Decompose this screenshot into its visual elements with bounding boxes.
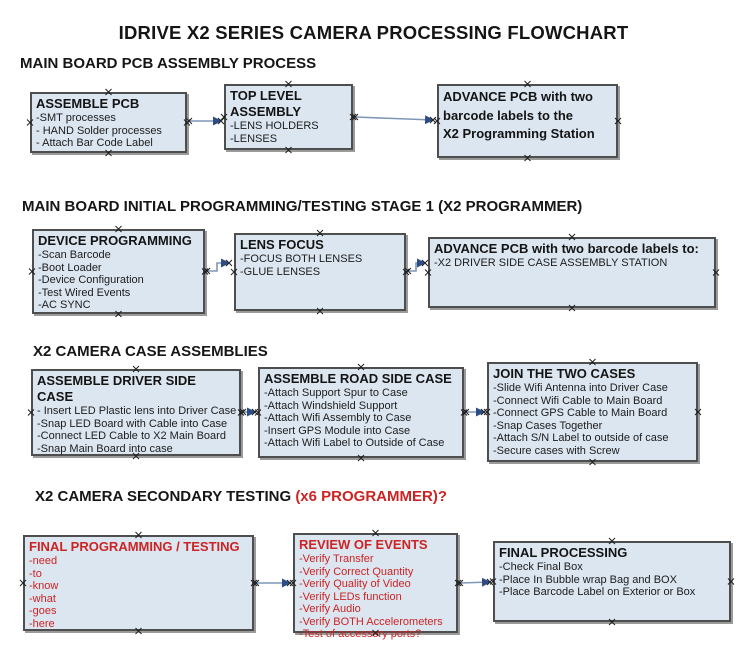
box-item: -know [29, 580, 59, 592]
section-heading-initial-programming: MAIN BOARD INITIAL PROGRAMMING/TESTING S… [22, 198, 583, 215]
box-title: ASSEMBLE ROAD SIDE CASE [264, 371, 452, 386]
flow-box-advance-pcb-programming-station: ADVANCE PCB with two barcode labels to t… [437, 84, 618, 158]
box-title: ADVANCE PCB with two barcode labels to: [434, 241, 699, 256]
box-item: -goes [29, 605, 57, 617]
box-title: ASSEMBLE DRIVER SIDE CASE [37, 373, 196, 404]
selection-handle-icon [429, 116, 437, 124]
box-item: -Verify Correct Quantity [299, 565, 414, 578]
flow-box-review-of-events: REVIEW OF EVENTS -Verify Transfer-Verify… [293, 533, 458, 640]
flow-box-lens-focus: LENS FOCUS -FOCUS BOTH LENSES-GLUE LENSE… [234, 233, 406, 311]
box-item: -X2 DRIVER SIDE CASE ASSEMBLY STATION [434, 257, 668, 269]
box-item: -GLUE LENSES [240, 265, 321, 278]
box-item: -Verify BOTH Accelerometers [299, 615, 443, 628]
box-item: - HAND Solder processes [36, 124, 162, 137]
box-item: -Connect LED Cable to X2 Main Board [37, 430, 226, 442]
box-items: -Scan Barcode-Boot Loader-Device Configu… [38, 249, 199, 312]
box-items: -FOCUS BOTH LENSES-GLUE LENSES [240, 253, 400, 278]
box-item: -LENS HOLDERS [230, 120, 319, 132]
box-item: -Attach Wifi Assembly to Case [264, 412, 412, 424]
box-item: -Attach Support Spur to Case [264, 387, 408, 399]
box-title: FINAL PROCESSING [499, 545, 628, 560]
selection-handle-icon [225, 259, 233, 267]
box-items: -Verify Transfer-Verify Correct Quantity… [299, 553, 452, 641]
box-item: -SMT processes [36, 112, 116, 124]
box-items: -SMT processes- HAND Solder processes- A… [36, 112, 181, 150]
flow-box-final-processing: FINAL PROCESSING -Check Final Box-Place … [493, 541, 731, 622]
box-item: -Attach Windshield Support [264, 399, 398, 412]
box-item: - Attach Bar Code Label [36, 137, 153, 149]
flow-box-device-programming: DEVICE PROGRAMMING -Scan Barcode-Boot Lo… [32, 229, 205, 314]
box-item: -Connect Wifi Cable to Main Board [493, 394, 663, 407]
flow-connector [207, 258, 230, 272]
section-heading-case-assemblies: X2 CAMERA CASE ASSEMBLIES [33, 343, 268, 360]
box-item: -what [29, 592, 56, 605]
box-items: -X2 DRIVER SIDE CASE ASSEMBLY STATION [434, 257, 710, 270]
box-item: -Test Wired Events [38, 286, 131, 299]
box-item: -Attach Wifi Label to Outside of Case [264, 437, 445, 449]
box-title: TOP LEVEL ASSEMBLY [230, 88, 302, 119]
box-item: -AC SYNC [38, 299, 91, 311]
box-item: -Insert GPS Module into Case [264, 424, 411, 437]
box-item: -Device Configuration [38, 274, 144, 286]
section-heading-pcb-assembly: MAIN BOARD PCB ASSEMBLY PROCESS [20, 55, 317, 72]
box-title: REVIEW OF EVENTS [299, 537, 428, 552]
box-item: -Snap LED Board with Cable into Case [37, 417, 228, 430]
box-item: - Insert LED Plastic lens into Driver Ca… [37, 405, 237, 417]
flow-box-final-programming-testing: FINAL PROGRAMMING / TESTING -need-to-kno… [23, 535, 254, 631]
box-title: ADVANCE PCB with two barcode labels to t… [443, 89, 595, 141]
box-title: DEVICE PROGRAMMING [38, 233, 192, 248]
flow-box-top-level-assembly: TOP LEVEL ASSEMBLY -LENS HOLDERS-LENSES [224, 84, 353, 150]
box-item: -Attach S/N Label to outside of case [493, 432, 669, 444]
box-items: -LENS HOLDERS-LENSES [230, 120, 347, 145]
box-items: -Attach Support Spur to Case-Attach Wind… [264, 387, 458, 450]
box-item: -Verify Quality of Video [299, 578, 411, 590]
flow-box-advance-pcb-driver-side: ADVANCE PCB with two barcode labels to: … [428, 237, 716, 308]
box-item: -Scan Barcode [38, 249, 111, 261]
box-item: -need [29, 555, 58, 567]
box-item: -Connect GPS Cable to Main Board [493, 407, 668, 419]
box-title: ASSEMBLE PCB [36, 96, 140, 111]
box-item: -Verify LEDs function [299, 590, 402, 603]
box-item: -Place Barcode Label on Exterior or Box [499, 586, 696, 598]
box-items: -need-to-know-what-goes-here [29, 555, 248, 630]
heading-black-part: X2 CAMERA SECONDARY TESTING [35, 488, 296, 505]
flow-box-assemble-pcb: ASSEMBLE PCB -SMT processes- HAND Solder… [30, 92, 187, 153]
box-item: -LENSES [230, 132, 278, 145]
box-title: LENS FOCUS [240, 237, 324, 252]
box-item: -Snap Main Board into case [37, 442, 173, 455]
box-item: -FOCUS BOTH LENSES [240, 253, 363, 265]
flow-box-join-the-two-cases: JOIN THE TWO CASES -Slide Wifi Antenna i… [487, 362, 698, 462]
flow-connector [354, 115, 434, 125]
flow-connector [408, 258, 426, 272]
box-items: -Slide Wifi Antenna into Driver Case-Con… [493, 382, 692, 457]
box-item: -Place In Bubble wrap Bag and BOX [499, 573, 677, 586]
box-item: -here [29, 617, 55, 630]
box-title: JOIN THE TWO CASES [493, 366, 636, 381]
box-items: - Insert LED Plastic lens into Driver Ca… [37, 405, 237, 455]
box-title: FINAL PROGRAMMING / TESTING [29, 539, 240, 554]
box-item: -Snap Cases Together [493, 419, 603, 432]
flow-box-assemble-driver-side-case: ASSEMBLE DRIVER SIDE CASE - Insert LED P… [31, 369, 241, 456]
section-heading-secondary-testing: X2 CAMERA SECONDARY TESTING (x6 PROGRAMM… [35, 488, 447, 505]
box-item: -Slide Wifi Antenna into Driver Case [493, 382, 668, 394]
box-item: -Boot Loader [38, 261, 102, 274]
box-item: -to [29, 567, 42, 580]
heading-red-part: (x6 PROGRAMMER)? [295, 488, 447, 505]
box-item: -Test of accessory ports? [299, 628, 422, 640]
box-items: -Check Final Box-Place In Bubble wrap Ba… [499, 561, 725, 599]
flow-box-assemble-road-side-case: ASSEMBLE ROAD SIDE CASE -Attach Support … [258, 367, 464, 458]
box-item: -Verify Audio [299, 603, 361, 615]
box-item: -Secure cases with Screw [493, 444, 620, 457]
box-item: -Check Final Box [499, 561, 583, 573]
box-item: -Verify Transfer [299, 553, 374, 565]
flow-connector [459, 577, 491, 587]
page-title: IDRIVE X2 SERIES CAMERA PROCESSING FLOWC… [118, 22, 629, 43]
